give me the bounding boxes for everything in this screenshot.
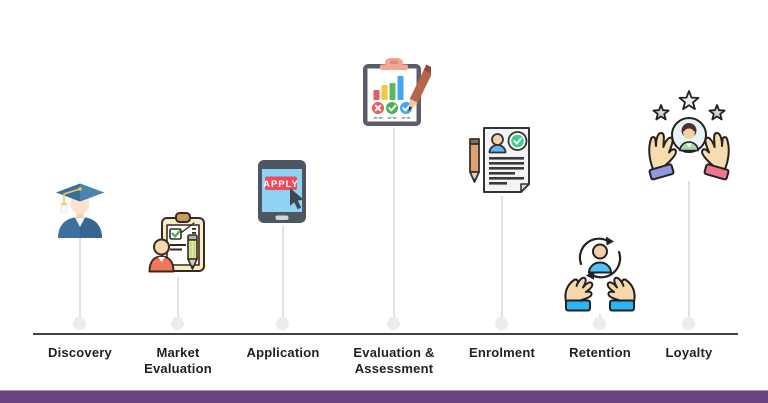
star-icon [678, 90, 700, 111]
apply-button-label: APPLY [263, 179, 299, 190]
stage-label-enrolment: Enrolment [432, 345, 572, 361]
stage-label-application: Application [213, 345, 353, 361]
stage-label-line: Enrolment [468, 345, 536, 360]
timeline-baseline [33, 333, 738, 335]
apply-button [265, 176, 297, 190]
market-evaluation-icon [145, 211, 211, 282]
connector-line [393, 128, 395, 317]
stage-label-line: Assessment [354, 360, 434, 376]
stage-label-line: Evaluation & [353, 345, 435, 360]
stage-label-retention: Retention [530, 345, 670, 361]
star-icon [652, 104, 670, 121]
stage-label-line: Retention [569, 345, 631, 360]
apply-mobile-icon: APPLY [258, 160, 306, 223]
timeline-dot [495, 317, 508, 330]
timeline-dot [387, 317, 400, 330]
market-evaluation-icon [148, 212, 205, 273]
timeline-dot [593, 317, 606, 330]
right-hand [701, 132, 730, 181]
stage-label-evaluation-assessment: Evaluation & Assessment [324, 345, 464, 376]
stage-label-market-evaluation: Market Evaluation [108, 345, 248, 376]
enrolment-document-icon [467, 126, 537, 201]
footer-accent-bar [0, 390, 768, 403]
stage-label-discovery: Discovery [10, 345, 150, 361]
connector-line [79, 238, 81, 317]
connector-line [501, 196, 503, 317]
connector-line [177, 277, 179, 317]
stage-label-line: Application [246, 345, 320, 360]
stage-label-line: Evaluation [144, 360, 212, 376]
loyalty-hands-stars-icon [643, 89, 735, 186]
cursor-icon [290, 188, 304, 210]
connector-line [688, 181, 690, 317]
loyalty-hands-stars-icon [648, 90, 730, 181]
star-icon [708, 104, 726, 121]
assessment-clipboard-icon [357, 56, 435, 133]
retention-hands-icon [558, 234, 642, 319]
enrolment-document-icon [469, 127, 530, 193]
stage-label-loyalty: Loyalty [619, 345, 759, 361]
stage-label-line: Loyalty [665, 345, 713, 360]
right-hand [606, 276, 636, 312]
timeline-dot [682, 317, 695, 330]
left-hand [564, 276, 594, 312]
assessment-clipboard-icon [363, 58, 435, 126]
stage-label-line: Market [156, 345, 200, 360]
retention-hands-icon [564, 236, 636, 312]
timeline-dot [276, 317, 289, 330]
timeline-dot [171, 317, 184, 330]
left-hand [648, 132, 677, 181]
stage-label-line: Discovery [48, 345, 112, 360]
graduate-student-icon [51, 182, 109, 243]
graduate-student-icon [56, 183, 104, 238]
apply-mobile-icon: APPLY [255, 159, 311, 230]
timeline-dot [73, 317, 86, 330]
connector-line [282, 225, 284, 317]
connector-line [599, 314, 601, 318]
